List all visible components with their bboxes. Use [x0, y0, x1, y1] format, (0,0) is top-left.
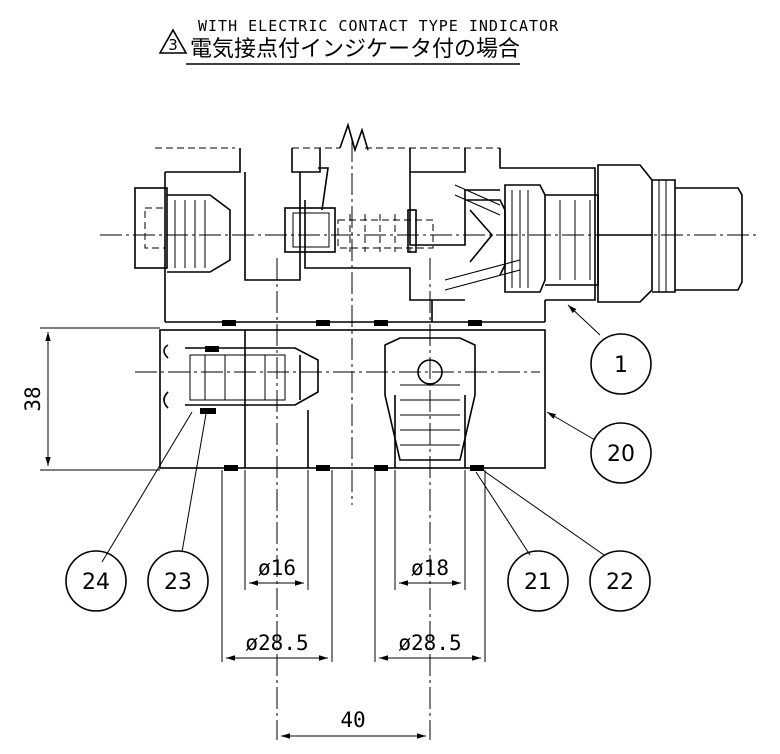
grip-ribs [658, 180, 667, 292]
fitting-cone [469, 209, 494, 263]
title-english: WITH ELECTRIC CONTACT TYPE INDICATOR [198, 17, 559, 35]
leader-20 [546, 411, 596, 441]
seal [222, 320, 236, 326]
balloon-1-label: 1 [614, 353, 628, 378]
left-plug-hex [144, 207, 166, 249]
indicator-housing [284, 207, 336, 253]
left-check-poppet [189, 354, 286, 401]
body-right-top [409, 148, 596, 301]
balloon-20 [590, 422, 652, 484]
upper-valve-body [134, 122, 743, 323]
dim-dia16-label: ø16 [258, 556, 296, 580]
upper-oblique-passage [454, 184, 501, 216]
indicator-cap [407, 209, 417, 253]
revision-triangle-icon [158, 28, 188, 54]
right-check-valve [384, 337, 476, 461]
seal [205, 346, 219, 352]
right-check-spring [400, 384, 460, 446]
leader-23 [181, 413, 207, 553]
dim-dia28-right-label: ø28.5 [398, 631, 461, 655]
balloon-21-label: 21 [524, 570, 552, 595]
connector-grip [652, 179, 676, 293]
seal [374, 465, 388, 471]
balloon-24-label: 24 [82, 570, 110, 595]
balloon-23-label: 23 [164, 570, 192, 595]
fitting-thread-lines [511, 190, 529, 288]
left-plug [134, 187, 168, 269]
part-balloons: 1 20 24 23 21 22 [65, 304, 652, 612]
indicator-inner [292, 212, 330, 248]
break-mark-icon [339, 122, 369, 153]
dimensions: 38 ø16 ø18 ø28.5 ø28.5 40 [21, 327, 486, 739]
left-check-spring [204, 355, 266, 400]
left-plug-thread [167, 194, 231, 273]
dim-dia28-left-label: ø28.5 [245, 631, 308, 655]
balloon-20-label: 20 [607, 442, 635, 467]
title-block: 3 WITH ELECTRIC CONTACT TYPE INDICATOR 電… [158, 17, 559, 65]
manifold-outline [159, 329, 546, 469]
leader-1 [567, 304, 601, 336]
connector-head [675, 187, 743, 291]
indicator-pin [337, 219, 434, 249]
right-check-ball [417, 359, 443, 385]
seal [316, 320, 330, 326]
indicator-stem [318, 167, 329, 211]
balloon-23 [147, 550, 209, 612]
seal [224, 465, 238, 471]
indicator-spring [349, 214, 411, 252]
seal [200, 408, 216, 414]
left-check-orings [163, 344, 169, 409]
fitting-seat [504, 184, 546, 293]
left-thread-lines [174, 200, 206, 268]
fitting-body-thread [559, 200, 591, 280]
seal [468, 320, 482, 326]
hex-nut [597, 164, 653, 303]
title-japanese: 電気接点付インジケータ付の場合 [190, 37, 520, 62]
body-outline [164, 172, 546, 323]
seal [316, 465, 330, 471]
dim-38-label: 38 [21, 386, 45, 411]
revision-mark: 3 [168, 36, 178, 54]
leader-22 [483, 470, 605, 556]
left-check-valve [185, 347, 319, 406]
balloon-1 [590, 333, 652, 395]
seal [374, 320, 388, 326]
leader-24 [101, 411, 193, 563]
seal [470, 465, 484, 471]
balloon-21 [507, 550, 569, 612]
manifold-block [159, 320, 546, 471]
balloon-22-label: 22 [606, 570, 634, 595]
dim-40-label: 40 [340, 708, 365, 732]
dim-dia18-label: ø18 [411, 556, 449, 580]
balloon-24 [65, 550, 127, 612]
oblique-passage [444, 259, 521, 291]
internal-cavity [244, 172, 465, 301]
balloon-22 [589, 550, 651, 612]
leader-21 [475, 471, 531, 556]
body-left-top [165, 148, 321, 173]
